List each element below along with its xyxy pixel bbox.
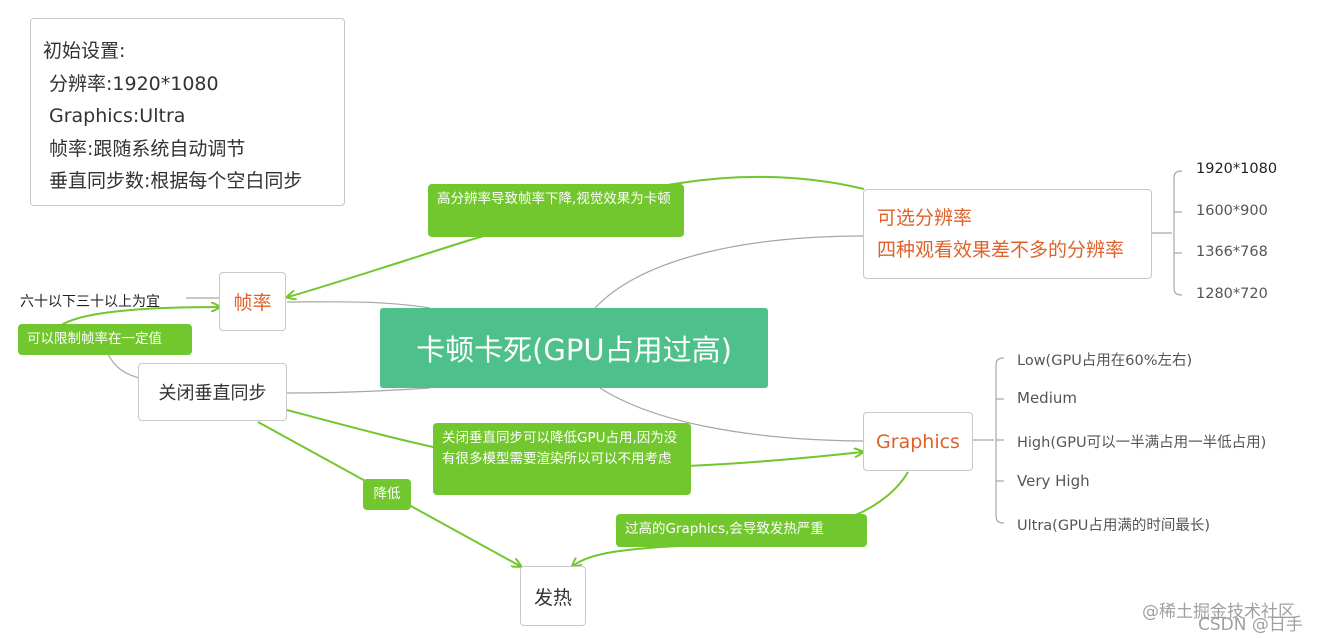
node-graphics-label: Graphics xyxy=(876,430,960,453)
framerate-note: 六十以下三十以上为宜 xyxy=(20,294,160,310)
settings-resolution: 分辨率:1920*1080 xyxy=(49,72,219,95)
watermark-juejin: @稀土掘金技术社区 xyxy=(1142,602,1295,622)
settings-vsync: 垂直同步数:根据每个空白同步 xyxy=(49,170,303,192)
arrow-limitfps-to-framerate xyxy=(59,307,219,327)
initial-settings-panel: 初始设置: 分辨率:1920*1080 Graphics:Ultra 帧率:跟随… xyxy=(30,18,345,206)
label-limit-fps[interactable]: 可以限制帧率在一定值 xyxy=(18,324,192,355)
graphics-option-medium[interactable]: Medium xyxy=(1017,389,1077,407)
label-reduce[interactable]: 降低 xyxy=(363,479,411,510)
connector-tag-vsync xyxy=(107,353,140,379)
bracket-resolution xyxy=(1152,170,1183,296)
center-topic[interactable]: 卡顿卡死(GPU占用过高) xyxy=(380,308,768,388)
node-heat[interactable]: 发热 xyxy=(520,566,586,626)
label-graphics-heat[interactable]: 过高的Graphics,会导致发热严重 xyxy=(616,514,867,547)
settings-framerate: 帧率:跟随系统自动调节 xyxy=(49,137,246,160)
label-high-res[interactable]: 高分辨率导致帧率下降,视觉效果为卡顿 xyxy=(428,184,684,237)
label-vsync-gpu[interactable]: 关闭垂直同步可以降低GPU占用,因为没有很多模型需要渲染所以可以不用考虑 xyxy=(433,423,691,495)
node-vsync-off-label: 关闭垂直同步 xyxy=(158,383,267,404)
node-graphics[interactable]: Graphics xyxy=(863,412,973,471)
resolution-option-4[interactable]: 1280*720 xyxy=(1196,286,1268,302)
node-resolution[interactable]: 可选分辨率 四种观看效果差不多的分辨率 xyxy=(863,189,1152,279)
graphics-option-ultra[interactable]: Ultra(GPU占用满的时间最长) xyxy=(1017,518,1211,534)
settings-heading: 初始设置: xyxy=(43,40,126,62)
watermark-csdn: CSDN @日手 xyxy=(1198,615,1303,635)
node-framerate-label: 帧率 xyxy=(233,292,272,314)
node-resolution-line2: 四种观看效果差不多的分辨率 xyxy=(877,239,1125,261)
graphics-option-very-high[interactable]: Very High xyxy=(1017,472,1090,490)
settings-graphics: Graphics:Ultra xyxy=(49,105,186,127)
node-resolution-line1: 可选分辨率 xyxy=(877,207,973,229)
bracket-graphics xyxy=(973,357,1005,524)
graphics-option-high[interactable]: High(GPU可以一半满占用一半低占用) xyxy=(1017,435,1267,451)
connector-center-vsync xyxy=(286,387,431,394)
connector-center-resolution xyxy=(594,235,865,309)
node-heat-label: 发热 xyxy=(533,586,572,609)
connector-center-framerate xyxy=(286,301,431,309)
resolution-option-2[interactable]: 1600*900 xyxy=(1196,203,1268,219)
node-vsync-off[interactable]: 关闭垂直同步 xyxy=(138,363,287,421)
node-framerate[interactable]: 帧率 xyxy=(219,272,286,331)
resolution-option-1[interactable]: 1920*1080 xyxy=(1196,161,1278,177)
resolution-option-3[interactable]: 1366*768 xyxy=(1196,244,1268,260)
graphics-option-low[interactable]: Low(GPU占用在60%左右) xyxy=(1017,353,1193,369)
connector-center-graphics xyxy=(599,387,865,442)
